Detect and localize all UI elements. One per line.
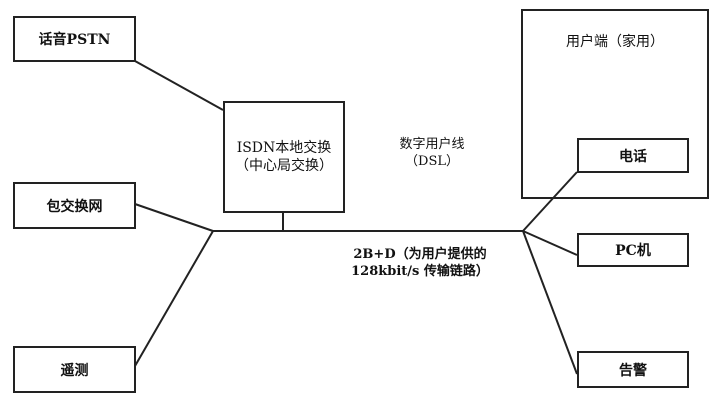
dsl-label: 数字用户线 （DSL） (372, 136, 492, 170)
customer-premises-box: 用户端（家用） (521, 9, 709, 199)
dsl-label-line2: （DSL） (405, 154, 459, 169)
isdn-switch-box: ISDN本地交换 （中心局交换） (223, 101, 345, 213)
pstn-label: 话音PSTN (38, 32, 111, 48)
phone-box: 电话 (577, 138, 689, 173)
customer-premises-label: 用户端（家用） (566, 34, 664, 50)
link-label-line2: 128kbit/s 传输链路） (351, 264, 489, 279)
alarm-box: 告警 (577, 351, 689, 388)
line-bus-alarm (522, 230, 578, 375)
telemetry-label: 遥测 (60, 362, 89, 379)
packet-network-box: 包交换网 (13, 182, 136, 229)
pstn-box: 话音PSTN (13, 16, 136, 62)
line-packet-bus (134, 203, 214, 232)
pc-box: PC机 (577, 233, 689, 267)
phone-label: 电话 (619, 148, 647, 165)
alarm-label: 告警 (619, 362, 647, 379)
isdn-label-line2: （中心局交换） (235, 158, 333, 174)
pc-label: PC机 (615, 243, 651, 259)
link-label: 2B+D（为用户提供的 128kbit/s 传输链路） (320, 246, 520, 280)
line-bus-pc (522, 230, 578, 256)
line-bus-phone (522, 171, 578, 232)
telemetry-box: 遥测 (13, 346, 136, 393)
line-pstn-isdn (134, 60, 224, 111)
isdn-label-line1: ISDN本地交换 (236, 140, 332, 156)
dsl-label-line1: 数字用户线 (399, 137, 465, 152)
line-telemetry-bus (134, 230, 214, 367)
link-label-line1: 2B+D（为用户提供的 (353, 247, 487, 262)
packet-network-label: 包交换网 (46, 198, 103, 215)
